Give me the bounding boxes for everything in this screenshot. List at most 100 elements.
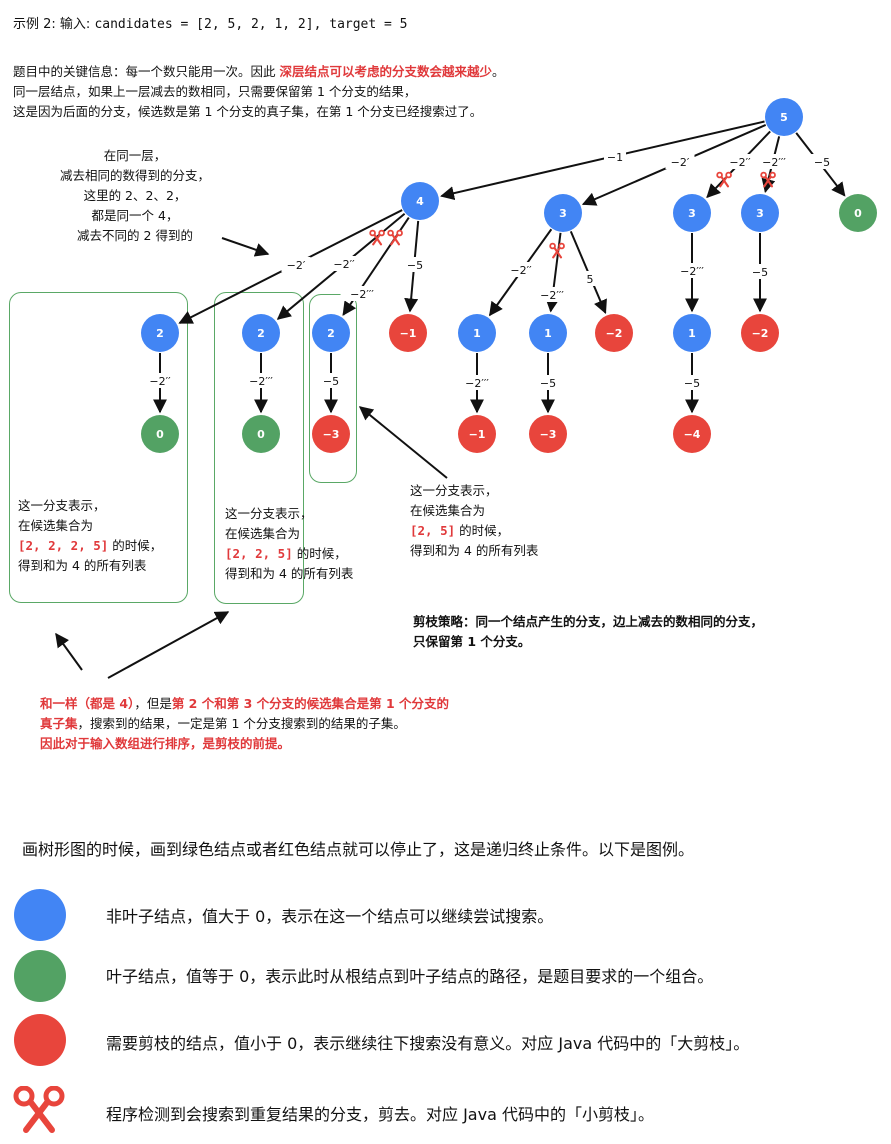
tree-node-blue [741, 194, 779, 232]
intro-line-1-a: 题目中的关键信息：每一个数只能用一次。因此 [13, 64, 280, 79]
side-note: 在同一层， 减去相同的数得到的分支， 这里的 2、2、2， 都是同一个 4， 减… [20, 146, 250, 246]
scissors-icon [549, 242, 565, 259]
tree-node-label: 2 [257, 327, 265, 340]
tree-node-label: −1 [469, 428, 486, 441]
edge-label: −5 [540, 377, 556, 390]
box-note-line: 的时候， [108, 538, 163, 553]
edge-label: −2′′′ [680, 265, 704, 278]
edge-label-bg [320, 373, 342, 388]
box-note-line: 这一分支表示， [225, 506, 313, 521]
side-note-line: 在同一层， [103, 148, 167, 163]
tree-node-label: 0 [854, 207, 862, 220]
side-note-line: 都是同一个 4， [91, 208, 179, 223]
edge-label: −2′′ [333, 258, 355, 271]
edge-label-bg [340, 286, 384, 301]
legend-blue-circle-icon [14, 889, 66, 941]
edge-label-bg [604, 149, 626, 164]
pruning-strategy: 剪枝策略：同一个结点产生的分支，边上减去的数相同的分支， 只保留第 1 个分支。 [413, 612, 873, 652]
tree-node-label: 4 [416, 195, 424, 208]
example-code: candidates = [2, 5, 2, 1, 2], target = 5 [94, 17, 408, 32]
candidate-set: [2, 2, 5] [225, 546, 293, 561]
scissors-icon [387, 229, 403, 246]
tree-node-red [741, 314, 779, 352]
side-note-arrow [221, 237, 270, 257]
tree-node-label: 3 [688, 207, 696, 220]
box-note-line: 的时候， [455, 523, 510, 538]
tree-node-label: 2 [156, 327, 164, 340]
candidate-set: [2, 5] [410, 523, 456, 538]
box-note-line: 这一分支表示， [18, 498, 106, 513]
intro-highlight: 深层结点可以考虑的分支数会越来越少 [279, 64, 492, 79]
legend-intro: 画树形图的时候，画到绿色结点或者红色结点就可以停止了，这是递归终止条件。以下是图… [22, 840, 695, 859]
intro-line-1-c: 。 [492, 64, 505, 79]
bottom-arrow-right [107, 611, 230, 679]
tree-node-blue [401, 182, 439, 220]
edge-label-bg [326, 256, 362, 271]
branch-frame-2 [214, 292, 304, 604]
bottom-note-c: 第 2 个和第 3 个分支的候选集合是第 1 个分支的 [171, 696, 450, 711]
legend-text-blue: 非叶子结点，值大于 0，表示在这一个结点可以继续尝试搜索。 [106, 907, 554, 926]
edge-label: −2′′′ [540, 289, 564, 302]
box-note-line: 的时候， [292, 546, 347, 561]
tree-node-green [242, 415, 280, 453]
edge-label: −5 [407, 259, 423, 272]
tree-node-label: −3 [323, 428, 340, 441]
box-note-1: 这一分支表示， 在候选集合为 [2, 2, 2, 5] 的时候， 得到和为 4 … [18, 496, 188, 576]
legend-green-circle-icon [14, 950, 66, 1002]
edge-label-bg [455, 375, 499, 390]
tree-node-blue [765, 98, 803, 136]
tree-node-label: −2 [606, 327, 623, 340]
tree-node-label: −4 [684, 428, 701, 441]
annotation-arrows [55, 237, 448, 679]
tree-node-blue [458, 314, 496, 352]
branch-frame-1 [9, 292, 188, 603]
edge-label-bg [142, 373, 178, 388]
tree-node-label: 0 [156, 428, 164, 441]
tree-edges: −1−2′−2′′−2′′′−5−2′−2′′−2′′′−5−2′′−2′′′5… [142, 120, 846, 414]
scissors-icon [716, 171, 732, 188]
edge-label-bg [670, 263, 714, 278]
side-note-line: 这里的 2、2、2， [83, 188, 187, 203]
tree-node-blue [141, 314, 179, 352]
edge-label-bg [281, 257, 311, 272]
intro-line-1: 题目中的关键信息：每一个数只能用一次。因此 深层结点可以考虑的分支数会越来越少。 [13, 62, 653, 82]
bottom-note: 和一样（都是 4），但是第 2 个和第 3 个分支的候选集合是第 1 个分支的 … [40, 694, 640, 754]
bottom-arrow-left [55, 632, 83, 671]
legend-text-green: 叶子结点，值等于 0，表示此时从根结点到叶子结点的路径，是题目要求的一个组合。 [106, 967, 714, 986]
box-note-line: 得到和为 4 的所有列表 [18, 558, 147, 573]
tree-node-blue [673, 194, 711, 232]
edge-label: −2′′′ [350, 288, 374, 301]
legend-text-red: 需要剪枝的结点，值小于 0，表示继续往下搜索没有意义。对应 Java 代码中的「… [106, 1034, 750, 1053]
edge-label: −2′ [287, 259, 306, 272]
strategy-line: 只保留第 1 个分支。 [413, 634, 531, 649]
intro-line-2: 同一层结点，如果上一层减去的数相同，只需要保留第 1 个分支的结果， [13, 84, 417, 99]
tree-node-label: 1 [473, 327, 481, 340]
edge-label: −2′′ [149, 375, 171, 388]
tree-scissors [369, 171, 776, 259]
bottom-note-f: 因此对于输入数组进行排序，是剪枝的前提。 [40, 736, 291, 751]
tree-node-label: 3 [756, 207, 764, 220]
legend-scissors-icon [13, 1086, 65, 1133]
edge-label-bg [239, 373, 283, 388]
box-note-line: 在候选集合为 [18, 518, 94, 533]
edge-label-bg [681, 375, 703, 390]
candidate-set: [2, 2, 2, 5] [18, 538, 109, 553]
example-prefix: 示例 2: 输入: [13, 17, 95, 32]
branch-frame-3 [309, 294, 357, 483]
edge-label-bg [503, 262, 539, 277]
edge-label-bg [749, 264, 771, 279]
edge-label-bg [404, 257, 426, 272]
box-note-line: 得到和为 4 的所有列表 [410, 543, 539, 558]
tree-node-blue [312, 314, 350, 352]
edge-label: −5 [323, 375, 339, 388]
edge-label: −2′′ [729, 156, 751, 169]
bottom-note-d: 真子集 [40, 716, 78, 731]
edge-label: −2′′ [510, 264, 532, 277]
box-note-line: 这一分支表示， [410, 483, 498, 498]
example-line: 示例 2: 输入: candidates = [2, 5, 2, 1, 2], … [13, 14, 408, 35]
tree-node-label: 0 [257, 428, 265, 441]
bottom-note-e: ，搜索到的结果，一定是第 1 个分支搜索到的结果的子集。 [77, 716, 406, 731]
intro-paragraph: 题目中的关键信息：每一个数只能用一次。因此 深层结点可以考虑的分支数会越来越少。… [13, 62, 653, 122]
scissors-icon [369, 229, 385, 246]
